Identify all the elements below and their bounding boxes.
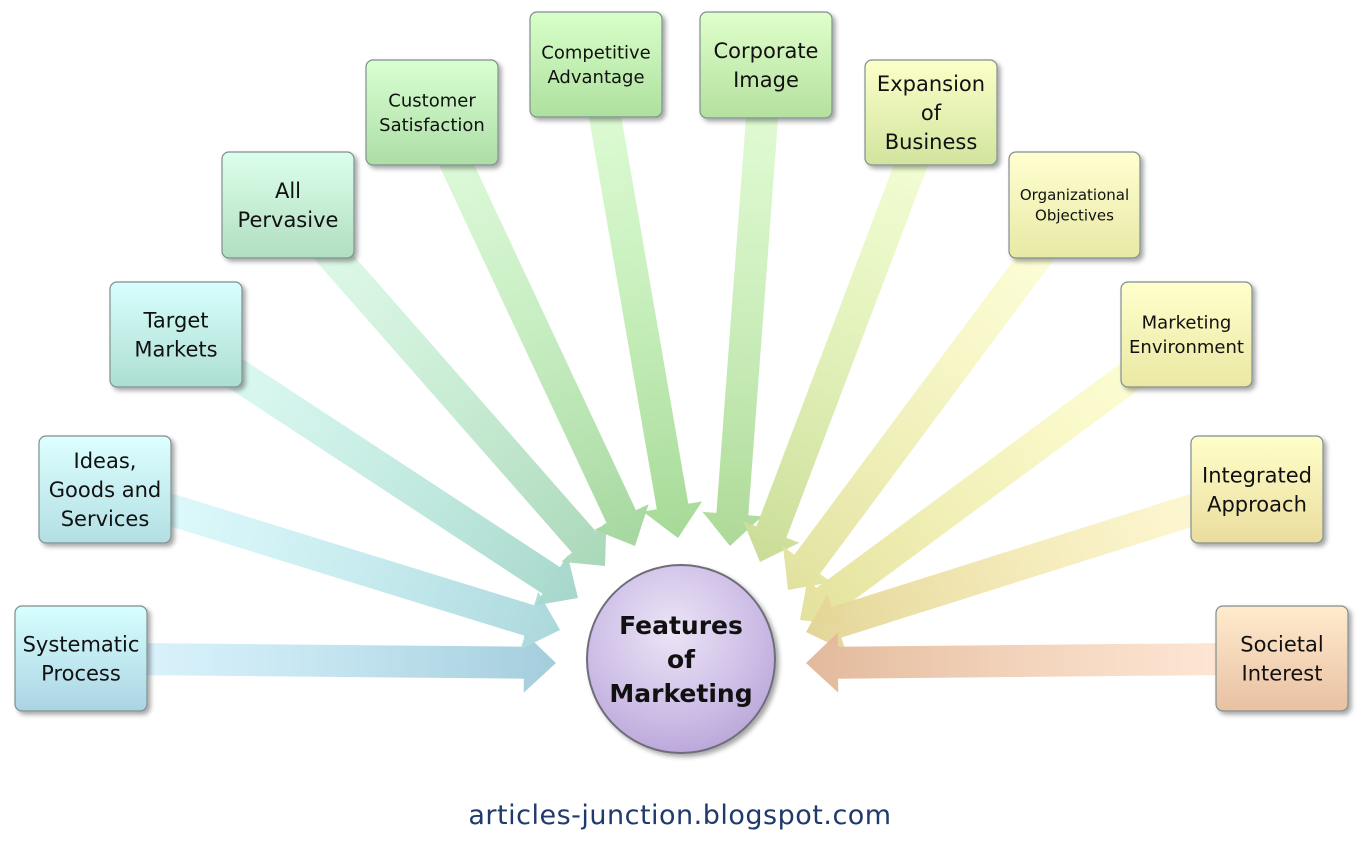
- arrow-8: [783, 195, 1088, 590]
- arrow-4: [417, 105, 649, 546]
- center-title-line: of: [667, 645, 696, 674]
- center-title-line: Marketing: [609, 679, 752, 708]
- feature-box-bg: [1190, 435, 1324, 544]
- feature-label-line: Business: [885, 130, 978, 154]
- feature-label-line: Satisfaction: [379, 115, 485, 136]
- feature-label-line: Target: [143, 308, 209, 332]
- feature-box-bg: [365, 59, 499, 166]
- arrow-0: [80, 632, 557, 693]
- feature-box-bg: [1120, 281, 1253, 388]
- arrow-11: [806, 632, 1283, 693]
- arrow-10: [806, 474, 1262, 651]
- feature-box-bg: [1008, 151, 1141, 259]
- feature-label-line: Customer: [388, 90, 476, 111]
- feature-label-line: Approach: [1207, 492, 1307, 516]
- feature-box-bg: [1215, 605, 1349, 712]
- feature-box-bg: [109, 281, 243, 388]
- feature-label-line: Societal: [1240, 632, 1323, 656]
- feature-label-line: Services: [61, 507, 150, 531]
- arrow-2: [167, 321, 578, 606]
- feature-label-line: Organizational: [1020, 186, 1129, 204]
- feature-label-line: Goods and: [49, 478, 161, 502]
- feature-label-line: All: [275, 179, 301, 203]
- feature-box-bg: [221, 151, 355, 259]
- feature-box-bg: [529, 11, 663, 118]
- feature-label-line: Integrated: [1202, 463, 1312, 487]
- feature-label-line: Environment: [1129, 337, 1244, 358]
- arrow-3: [276, 194, 607, 566]
- arrows-layer: [80, 61, 1283, 693]
- feature-box-bg: [699, 11, 833, 119]
- feature-label-line: of: [921, 101, 942, 125]
- feature-label-line: Advantage: [547, 67, 644, 88]
- feature-box-bg: [864, 59, 998, 166]
- feature-label-line: Expansion: [877, 72, 985, 96]
- center-title-line: Features: [619, 611, 743, 640]
- feature-label-line: Marketing: [1142, 312, 1232, 333]
- feature-box-bg: [14, 605, 148, 712]
- feature-label-line: Image: [733, 68, 799, 92]
- center-circle: [586, 564, 776, 754]
- feature-label-line: Corporate: [714, 39, 819, 63]
- footer-url[interactable]: articles-junction.blogspot.com: [468, 800, 892, 831]
- feature-label-line: Interest: [1242, 661, 1323, 685]
- feature-label-line: Pervasive: [238, 208, 339, 232]
- feature-label-line: Ideas,: [74, 449, 137, 473]
- arrow-5: [580, 61, 703, 539]
- feature-label-line: Process: [41, 661, 121, 685]
- feature-label-line: Markets: [134, 337, 217, 361]
- feature-label-line: Objectives: [1035, 207, 1114, 225]
- arrow-1: [100, 474, 561, 650]
- feature-label-line: Competitive: [541, 42, 650, 63]
- arrow-6: [702, 63, 782, 547]
- arrow-9: [800, 321, 1196, 626]
- feature-box-bg: [38, 435, 172, 544]
- feature-label-line: Systematic: [23, 632, 140, 656]
- arrow-7: [743, 106, 946, 563]
